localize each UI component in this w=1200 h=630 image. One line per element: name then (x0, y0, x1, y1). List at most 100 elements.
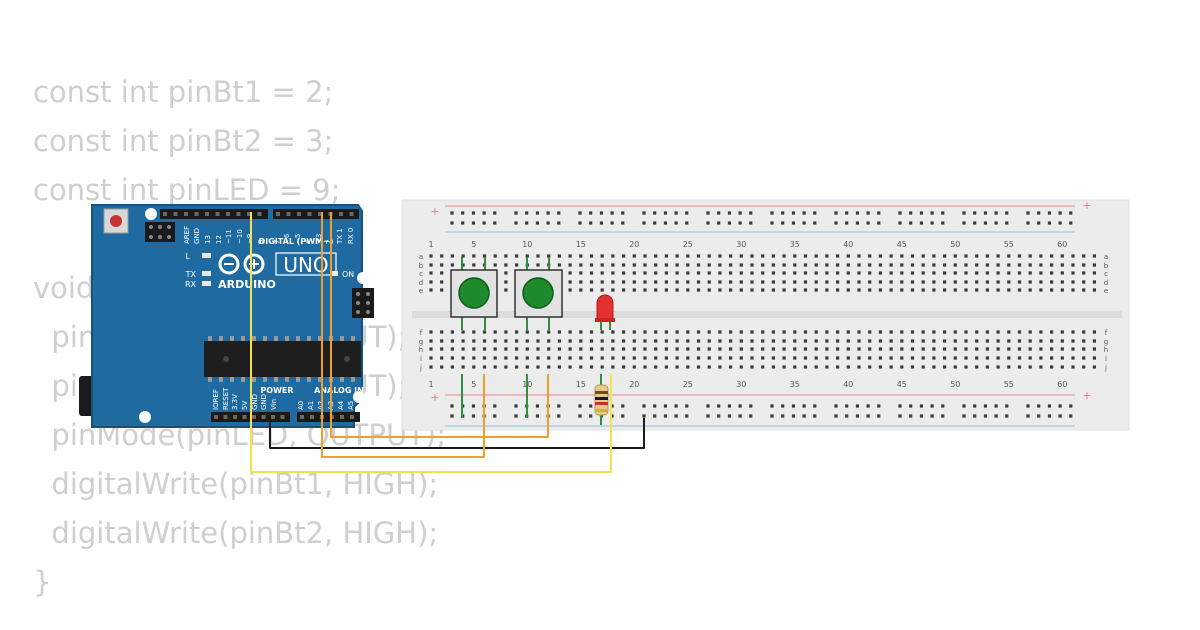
row-letter: h (1104, 346, 1108, 354)
column-number: 55 (1004, 240, 1014, 249)
pin-label: A5 (347, 401, 355, 410)
row-letter: j (1104, 364, 1107, 372)
wire-black-gnd (269, 412, 645, 449)
code-line: const int pinBt1 = 2; (33, 75, 334, 109)
pin-label: 3.3V (231, 394, 239, 410)
mount-hole (353, 391, 365, 403)
pin-label: GND (251, 394, 259, 410)
pin-label: ~5 (294, 234, 302, 244)
pin-label: IOREF (212, 389, 220, 410)
pin-label: AREF (183, 226, 191, 244)
column-number: 25 (683, 240, 693, 249)
led-body (596, 294, 614, 321)
row-letter: g (419, 338, 423, 346)
analog-label: ANALOG IN (314, 386, 364, 395)
code-line: digitalWrite(pinBt2, HIGH); (33, 516, 439, 550)
mount-hole (139, 411, 151, 423)
pin-label: 5V (241, 401, 249, 410)
mount-hole (357, 272, 369, 284)
tx-led (202, 271, 211, 276)
wire-yellow-pin9 (250, 212, 612, 473)
rail-plus-top-right: + (1082, 199, 1091, 212)
pin-label: ~11 (225, 229, 233, 244)
rail-plus-bottom-right: + (1082, 389, 1091, 402)
row-letter: d (1104, 279, 1108, 287)
digital-header-label: DIGITAL (PWM~) (259, 237, 334, 246)
column-number: 45 (897, 240, 907, 249)
row-letter: b (1104, 262, 1109, 270)
rail-plus-top-left: + (430, 205, 439, 218)
button-2-cap (522, 277, 554, 309)
wires (250, 212, 645, 473)
row-letter: d (419, 279, 423, 287)
brand-label: ARDUINO (218, 278, 276, 291)
digital-header-high (160, 209, 268, 219)
column-number: 5 (471, 380, 476, 389)
pin-label: 8 (257, 240, 265, 244)
microcontroller-chip (204, 341, 361, 377)
breadboard-center-channel (412, 311, 1122, 318)
push-button-2 (514, 257, 563, 330)
pin-label: GND (193, 228, 201, 244)
column-number: 35 (790, 240, 800, 249)
pin-label: RX 0 (347, 228, 355, 244)
push-button-1 (450, 257, 498, 330)
column-number: 60 (1057, 240, 1067, 249)
row-letter: h (419, 346, 423, 354)
wire-orange-pin2 (321, 212, 485, 458)
pin-label: A0 (297, 401, 305, 410)
pin-label: GND (260, 394, 268, 410)
row-letter: e (1104, 287, 1108, 295)
row-letter: f (1105, 329, 1108, 337)
row-letter: e (419, 287, 423, 295)
pin-label: ~10 (236, 229, 244, 244)
column-number: 1 (428, 240, 433, 249)
model-label-box (275, 252, 337, 276)
resistor (594, 374, 609, 425)
column-number: 20 (629, 240, 639, 249)
pin-label: 4 (304, 239, 312, 244)
code-line: const int pinBt2 = 3; (33, 124, 334, 158)
row-letter: a (419, 253, 423, 261)
column-number: 5 (471, 240, 476, 249)
column-number: 25 (683, 380, 693, 389)
pin-label: A1 (307, 401, 315, 410)
digital-header-low (273, 209, 359, 219)
button-1-cap (458, 277, 490, 309)
code-line: } (33, 565, 52, 599)
row-letter: g (1104, 338, 1108, 346)
column-number: 35 (790, 380, 800, 389)
pin-label: RESET (222, 387, 230, 410)
tx-led-label: TX (185, 270, 197, 279)
pin-label: ~3 (315, 234, 323, 244)
column-number: 50 (950, 380, 960, 389)
rail-plus-bottom-left: + (430, 391, 439, 404)
column-number: 30 (736, 380, 746, 389)
wire-orange-pin3 (330, 212, 549, 438)
column-number: 10 (522, 240, 532, 249)
l-led (202, 253, 211, 258)
column-number: 15 (576, 240, 586, 249)
row-letter: f (420, 329, 423, 337)
pin-label: ~6 (283, 233, 291, 244)
pin-label: 7 (273, 240, 281, 244)
pin-label: TX 1 (336, 228, 344, 245)
mount-hole (145, 208, 157, 220)
column-number: 15 (576, 380, 586, 389)
row-letter: i (420, 355, 422, 363)
row-letter: c (1104, 270, 1108, 278)
column-number: 1 (428, 380, 433, 389)
column-number: 40 (843, 240, 853, 249)
on-led-label: ON (342, 270, 354, 279)
on-led (330, 271, 338, 276)
pin-label: 2 (325, 240, 333, 244)
pin-label: A4 (337, 400, 345, 410)
analog-header (297, 412, 360, 422)
breadboard-holes (429, 211, 1096, 418)
led (595, 294, 615, 330)
column-number: 50 (950, 240, 960, 249)
rx-led (202, 281, 211, 286)
